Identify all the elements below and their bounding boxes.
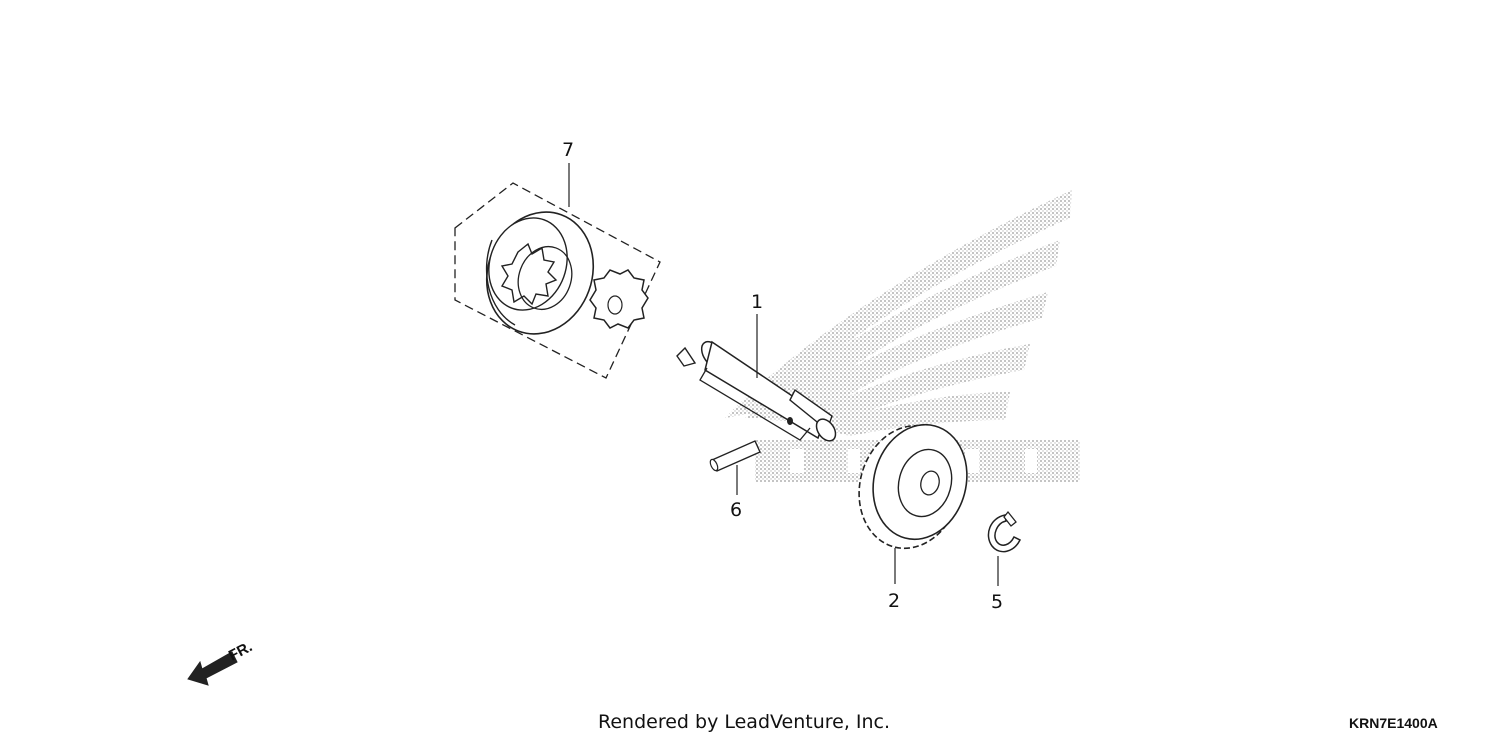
callout-2[interactable]: 2 (888, 590, 900, 612)
footer-credit: Rendered by LeadVenture, Inc. (598, 711, 891, 733)
diagram-code: KRN7E1400A (1349, 715, 1438, 731)
front-direction-arrow: FR. (187, 638, 255, 686)
callout-1[interactable]: 1 (751, 291, 763, 313)
callout-7[interactable]: 7 (562, 139, 574, 161)
snap-ring[interactable] (987, 510, 1022, 553)
callout-6[interactable]: 6 (730, 499, 742, 521)
callout-5[interactable]: 5 (991, 591, 1003, 613)
oil-pump-driven-gear[interactable] (846, 414, 980, 560)
honda-wing-logo-icon (725, 190, 1072, 436)
dowel-pin[interactable] (709, 440, 761, 472)
oil-pump-rotor-set[interactable] (454, 182, 661, 379)
oil-pump-shaft[interactable] (676, 338, 839, 445)
inner-rotor (589, 269, 649, 329)
